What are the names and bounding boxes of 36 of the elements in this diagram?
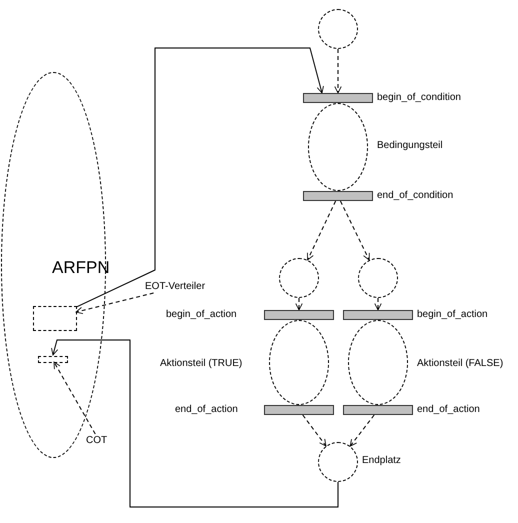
label: EOT-Verteiler bbox=[145, 280, 215, 293]
place-label: Endplatz bbox=[362, 455, 401, 467]
transition-bar bbox=[343, 405, 413, 415]
place-label: end_of_action bbox=[175, 404, 238, 416]
label: COT bbox=[86, 434, 112, 447]
place-circle bbox=[318, 9, 358, 49]
dashed-arrow bbox=[295, 298, 303, 310]
dashed-box bbox=[38, 356, 68, 363]
place-label: end_of_condition bbox=[377, 190, 454, 202]
dashed-arrow bbox=[334, 48, 342, 94]
place-label: Aktionsteil (FALSE) bbox=[417, 358, 504, 370]
place-label: end_of_action bbox=[417, 404, 480, 416]
place-label: begin_of_action bbox=[166, 309, 237, 321]
arrow bbox=[51, 340, 338, 508]
net-name: ARFPN bbox=[52, 258, 110, 278]
dashed-arrow bbox=[54, 362, 96, 434]
place-label: begin_of_condition bbox=[377, 92, 461, 104]
dashed-arrow bbox=[302, 414, 326, 446]
place-circle bbox=[358, 258, 398, 298]
transition-bar bbox=[264, 310, 334, 320]
transition-bar bbox=[303, 93, 373, 103]
transition-bar bbox=[264, 405, 334, 415]
place-label: Aktionsteil (TRUE) bbox=[160, 358, 242, 370]
dashed-arrow bbox=[374, 298, 382, 310]
dashed-box bbox=[33, 306, 77, 331]
dashed-arrow bbox=[76, 292, 154, 314]
place-circle bbox=[279, 258, 319, 298]
place-label: begin_of_action bbox=[417, 309, 488, 321]
transition-bar bbox=[343, 310, 413, 320]
transition-bar bbox=[303, 191, 373, 201]
arrow bbox=[76, 48, 324, 308]
place-label: Bedingungsteil bbox=[377, 140, 443, 152]
place-circle bbox=[318, 442, 358, 482]
dashed-arrow bbox=[307, 200, 336, 260]
dashed-arrow bbox=[340, 200, 370, 261]
dashed-arrow bbox=[350, 414, 375, 447]
